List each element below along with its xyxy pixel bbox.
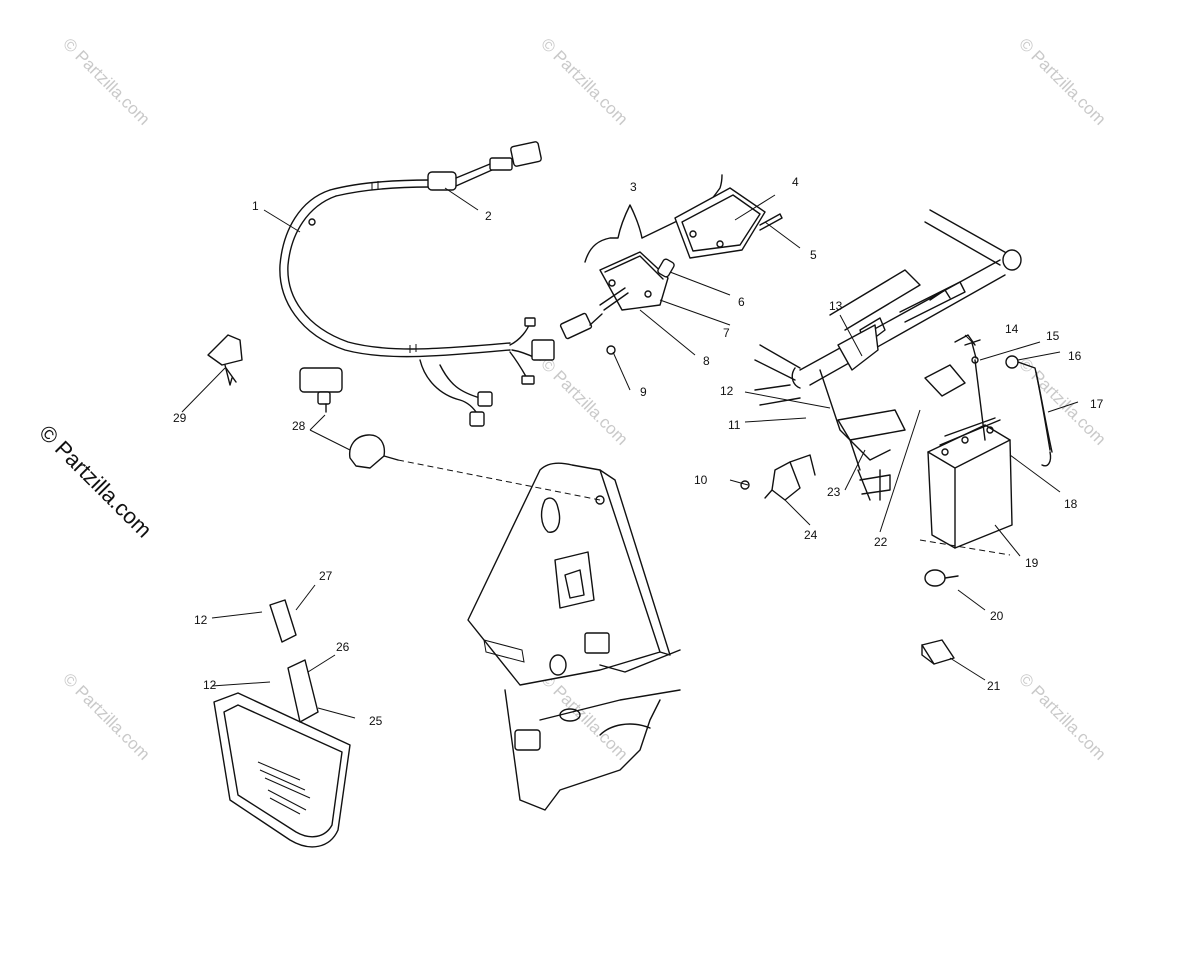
mud-flap bbox=[213, 599, 351, 848]
callouts: 1 2 3 4 5 6 7 8 9 10 11 12 12 12 13 14 1… bbox=[173, 175, 1104, 728]
callout-5: 5 bbox=[810, 248, 817, 262]
wiring-harness bbox=[279, 141, 555, 427]
leader-lines bbox=[181, 187, 1079, 719]
callout-21: 21 bbox=[987, 679, 1001, 693]
callout-20: 20 bbox=[990, 609, 1004, 623]
license-bracket bbox=[467, 462, 681, 811]
callout-12c: 12 bbox=[203, 678, 217, 692]
callout-26: 26 bbox=[336, 640, 350, 654]
callout-3: 3 bbox=[630, 180, 637, 194]
flasher-holder-28 bbox=[299, 367, 399, 469]
callout-4: 4 bbox=[792, 175, 799, 189]
callout-13: 13 bbox=[829, 299, 843, 313]
callout-10: 10 bbox=[694, 473, 708, 487]
callout-2: 2 bbox=[485, 209, 492, 223]
callout-11: 11 bbox=[728, 418, 741, 432]
callout-9: 9 bbox=[640, 385, 647, 399]
callout-8: 8 bbox=[703, 354, 710, 368]
relay-24 bbox=[740, 454, 816, 501]
callout-22: 22 bbox=[874, 535, 888, 549]
watermark-mid-center: © Partzilla.com bbox=[537, 354, 631, 448]
battery-cable bbox=[1005, 355, 1053, 467]
watermark-bottom-left: © Partzilla.com bbox=[59, 669, 153, 763]
callout-14: 14 bbox=[1005, 322, 1019, 336]
battery bbox=[919, 334, 1013, 556]
callout-23: 23 bbox=[827, 485, 841, 499]
battery-box bbox=[837, 409, 906, 441]
flasher-connection-line bbox=[397, 459, 601, 501]
callout-29: 29 bbox=[173, 411, 187, 425]
clip-29 bbox=[207, 334, 243, 386]
clamp-20 bbox=[924, 569, 959, 587]
callout-18: 18 bbox=[1064, 497, 1078, 511]
callout-19: 19 bbox=[1025, 556, 1039, 570]
callout-24: 24 bbox=[804, 528, 818, 542]
tail-light-assembly bbox=[559, 174, 783, 355]
watermark-top-right: © Partzilla.com bbox=[1015, 34, 1109, 128]
frame bbox=[754, 209, 1022, 501]
callout-1: 1 bbox=[252, 199, 259, 213]
callout-6: 6 bbox=[738, 295, 745, 309]
callout-7: 7 bbox=[723, 326, 730, 340]
callout-28: 28 bbox=[292, 419, 306, 433]
watermark-top-left: © Partzilla.com bbox=[59, 34, 153, 128]
connector-2 bbox=[427, 171, 457, 191]
callout-15: 15 bbox=[1046, 329, 1060, 343]
callout-27: 27 bbox=[319, 569, 333, 583]
watermark-bottom-right: © Partzilla.com bbox=[1015, 669, 1109, 763]
bolt-14 bbox=[964, 339, 981, 364]
clamp-21 bbox=[921, 639, 955, 665]
callout-17: 17 bbox=[1090, 397, 1104, 411]
callout-25: 25 bbox=[369, 714, 383, 728]
callout-12a: 12 bbox=[720, 384, 734, 398]
watermark-top-center: © Partzilla.com bbox=[537, 34, 631, 128]
callout-12b: 12 bbox=[194, 613, 208, 627]
callout-16: 16 bbox=[1068, 349, 1082, 363]
